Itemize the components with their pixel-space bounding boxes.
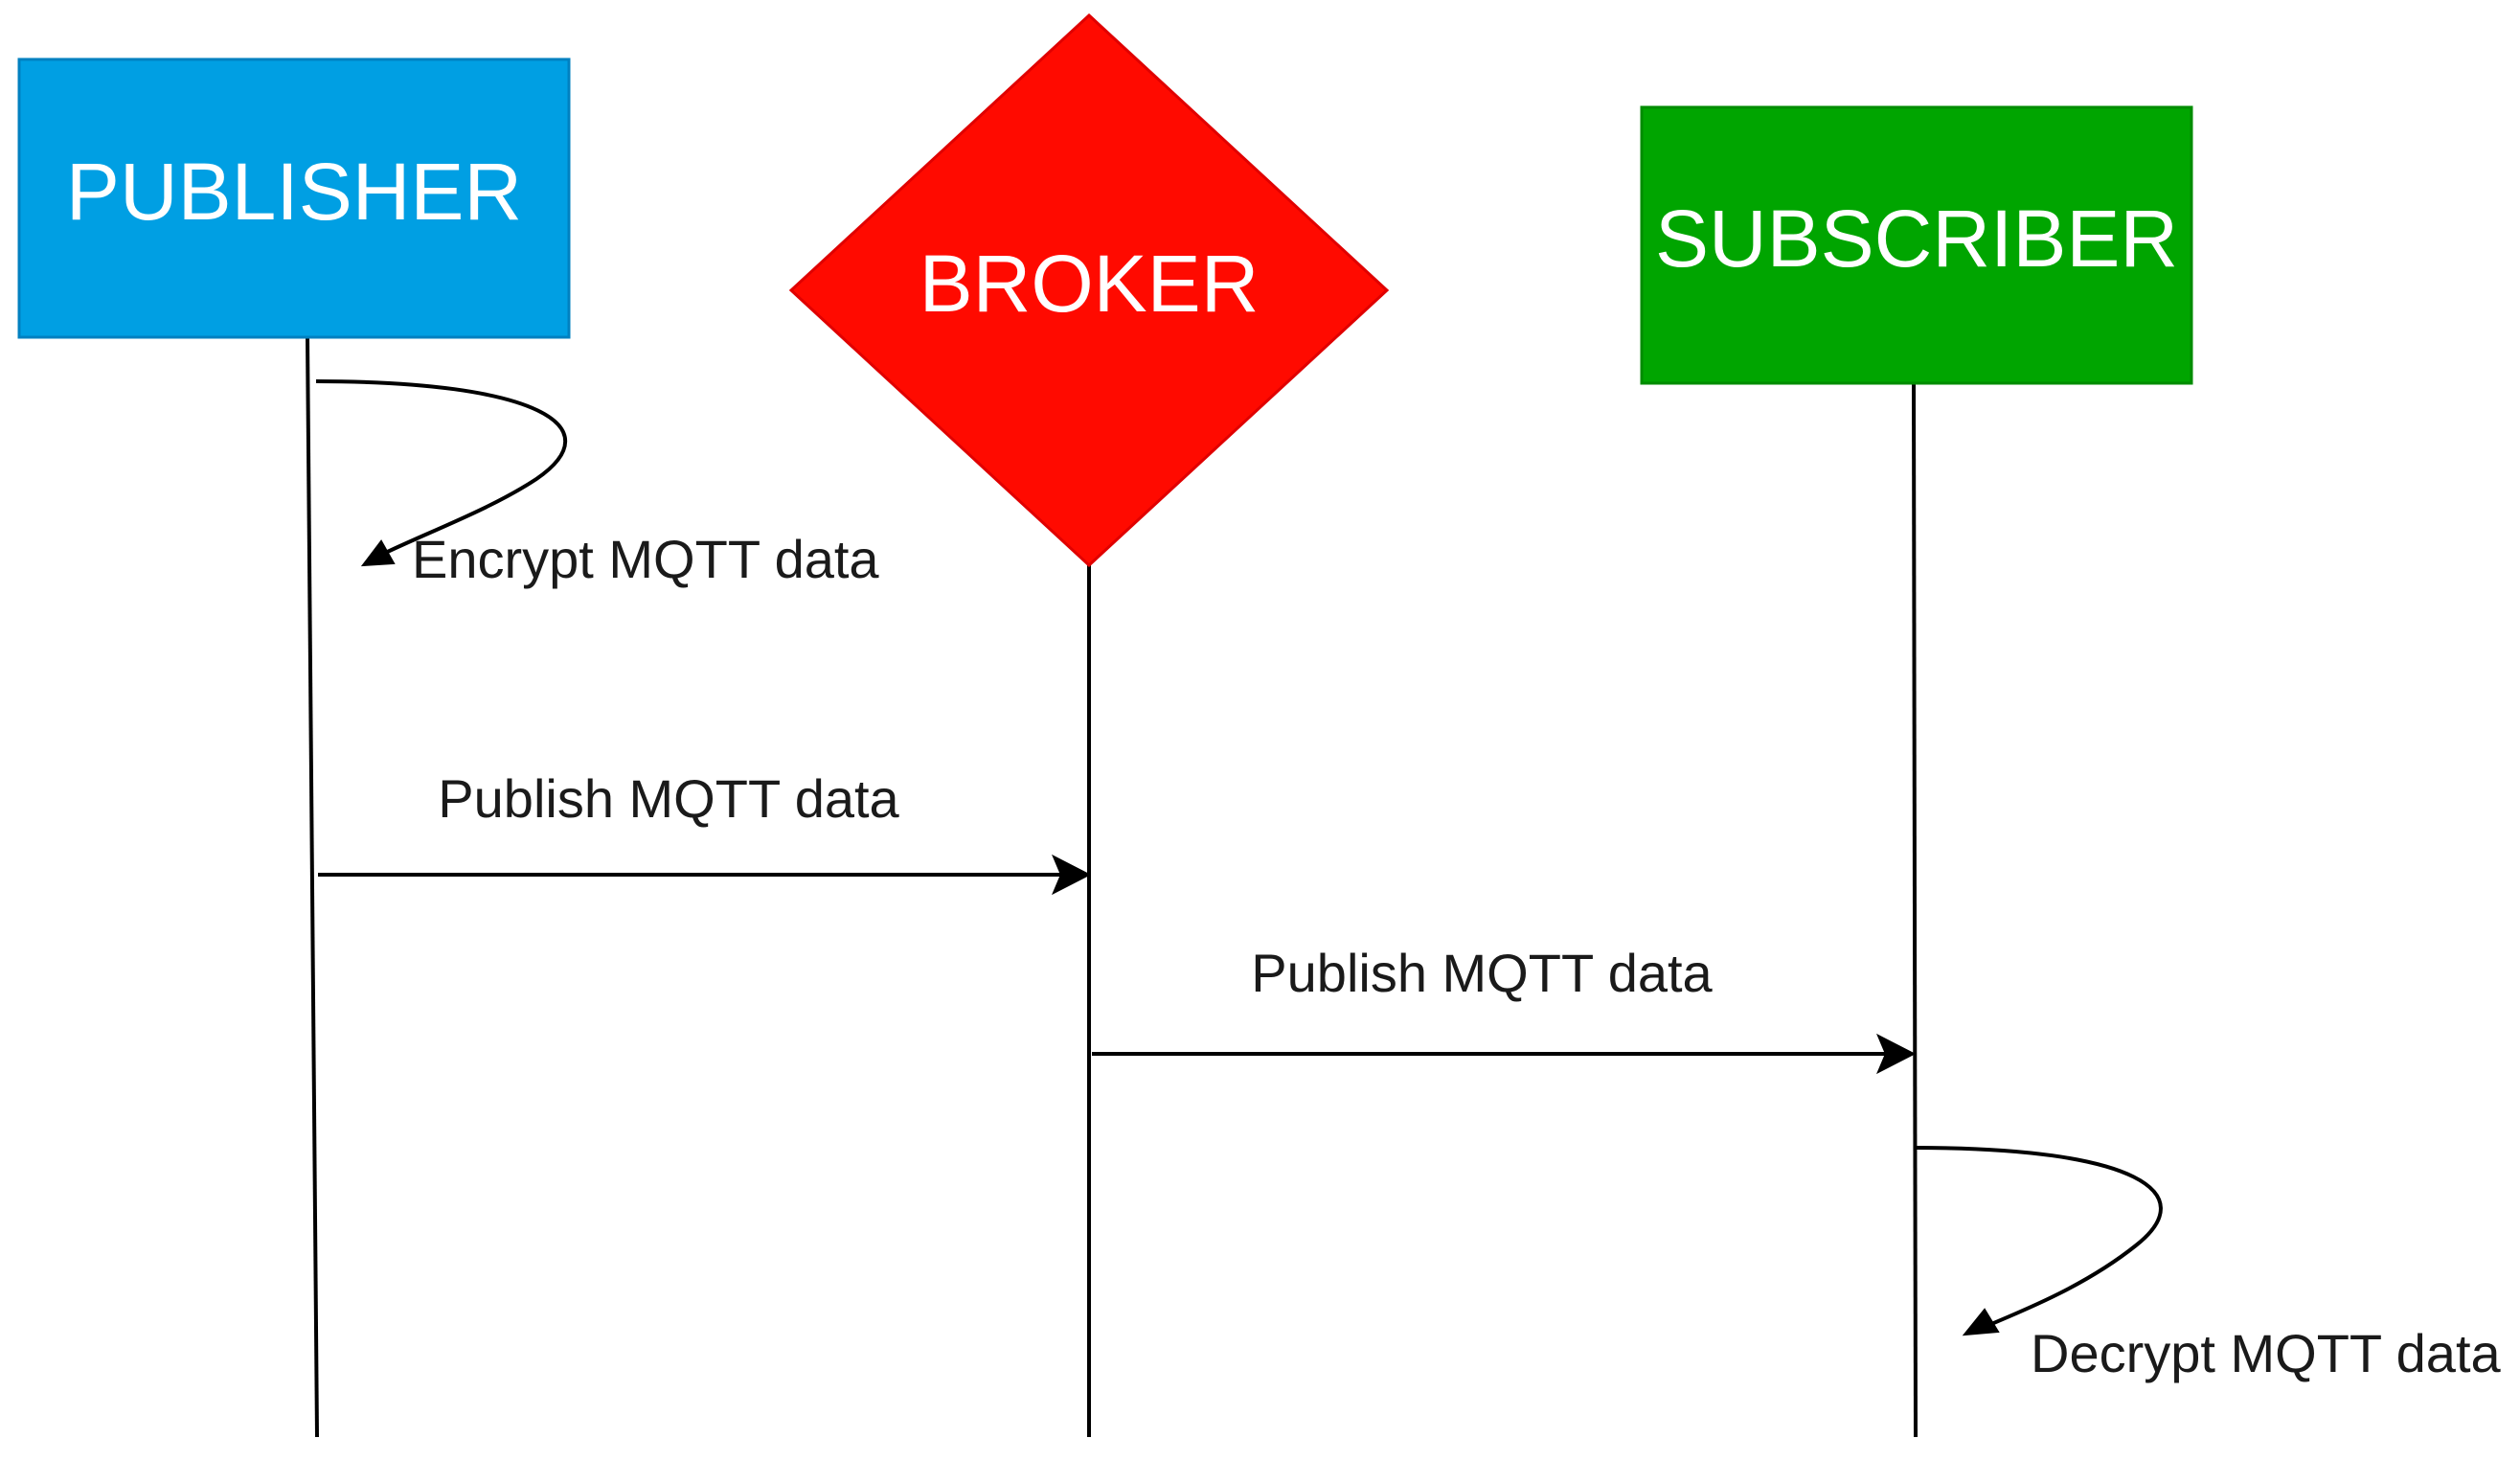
encrypt-label: Encrypt MQTT data [412, 529, 879, 589]
publisher-label: PUBLISHER [66, 147, 522, 237]
subscriber-label: SUBSCRIBER [1655, 194, 2178, 284]
encrypt-arrowhead [360, 539, 396, 567]
decrypt-arrowhead [1962, 1308, 2000, 1336]
publisher-box [17, 57, 571, 339]
subscriber-lifeline [1912, 382, 1918, 1438]
broker-label: BROKER [919, 239, 1260, 329]
encrypt-arrow-curve [315, 379, 568, 559]
broker-diamond [788, 12, 1390, 568]
publish-to-broker-arrowhead [1052, 854, 1092, 896]
decrypt-message: Decrypt MQTT data [1915, 1146, 2502, 1383]
publish-to-broker-message: Publish MQTT data [318, 768, 1092, 896]
broker-actor: BROKER [788, 12, 1390, 568]
publish-to-subscriber-arrowhead [1876, 1033, 1917, 1075]
decrypt-arrow-curve [1915, 1146, 2163, 1329]
publish-to-broker-label: Publish MQTT data [438, 768, 899, 829]
decrypt-label: Decrypt MQTT data [2031, 1323, 2502, 1383]
subscriber-box [1640, 105, 2193, 385]
publisher-actor: PUBLISHER [17, 57, 571, 339]
subscriber-actor: SUBSCRIBER [1640, 105, 2193, 385]
publish-to-subscriber-label: Publish MQTT data [1251, 943, 1713, 1003]
publisher-lifeline [306, 336, 319, 1438]
encrypt-message: Encrypt MQTT data [315, 379, 879, 589]
publish-to-subscriber-message: Publish MQTT data [1092, 943, 1917, 1075]
